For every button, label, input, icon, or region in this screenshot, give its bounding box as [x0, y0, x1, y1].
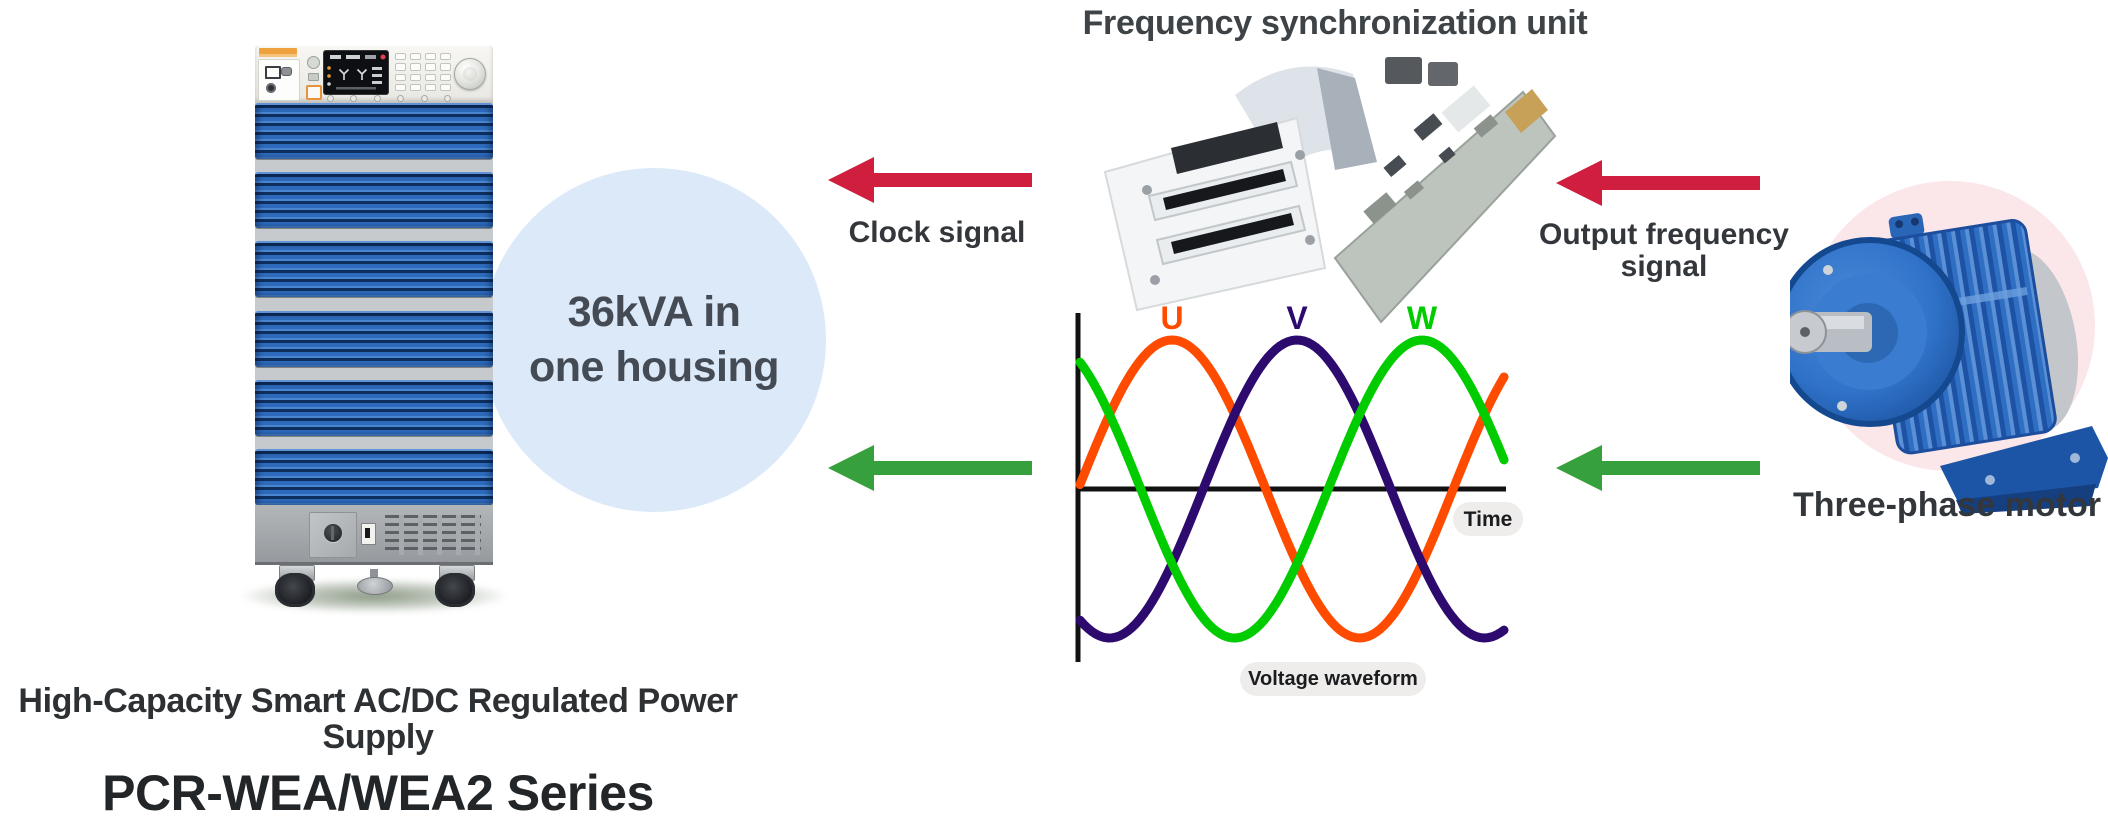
panel-key	[395, 63, 406, 71]
panel-key	[425, 73, 436, 81]
caster-row	[255, 565, 493, 607]
soft-key	[443, 95, 451, 102]
housing-circle: 36kVA in one housing	[482, 168, 826, 512]
vent-grid	[385, 515, 481, 555]
voltage-waveform-badge: Voltage waveform	[1240, 662, 1426, 696]
waveform-feed-arrow-right-icon	[1556, 445, 1760, 491]
button-grid	[395, 53, 451, 91]
rotary-plate	[309, 512, 357, 558]
time-badge-label: Time	[1464, 508, 1513, 531]
io-subpanel	[258, 59, 300, 101]
housing-line2: one housing	[528, 343, 780, 391]
power-supply-unit	[241, 45, 507, 613]
output-frequency-arrow-icon	[1556, 160, 1760, 206]
waveform-chart: U V W Time Voltage waveform	[1075, 300, 1523, 696]
soft-key	[327, 95, 334, 102]
caption-block: High-Capacity Smart AC/DC Regulated Powe…	[0, 682, 756, 817]
usb-port-icon	[265, 66, 281, 79]
soft-key	[420, 95, 428, 102]
caster-right	[431, 565, 481, 607]
housing-circle-text: 36kVA in one housing	[528, 285, 780, 395]
control-panel	[255, 45, 493, 103]
soft-key-row	[327, 95, 451, 102]
panel-key	[410, 73, 421, 81]
output-button	[306, 85, 322, 100]
wave-W	[1075, 335, 1509, 643]
module-stack	[255, 103, 493, 505]
phase-label-W: W	[1407, 300, 1438, 336]
output-frequency-label: Output frequency signal	[1538, 218, 1789, 284]
display-content	[327, 54, 386, 90]
cooling-module	[255, 241, 493, 298]
pcb-illustration	[1103, 57, 1557, 324]
wave-U	[1075, 335, 1509, 643]
soft-key	[373, 95, 381, 102]
clock-signal-label: Clock signal	[848, 216, 1026, 249]
aux-port-icon	[266, 83, 276, 93]
panel-key	[440, 63, 451, 71]
clock-signal-arrow-icon	[828, 157, 1032, 203]
cooling-module	[255, 172, 493, 229]
sync-unit-photo	[1085, 0, 1557, 352]
cooling-module	[255, 379, 493, 436]
motor-illustration-wrap	[1775, 170, 2108, 530]
panel-key	[425, 53, 436, 61]
panel-key	[410, 63, 421, 71]
base-panel	[255, 505, 493, 565]
voltage-waveform-badge-label: Voltage waveform	[1248, 668, 1418, 690]
power-button	[307, 56, 320, 69]
caster-left	[271, 565, 321, 607]
caption-subtitle: High-Capacity Smart AC/DC Regulated Powe…	[18, 682, 738, 756]
wave-series	[1075, 335, 1509, 643]
wave-V	[1075, 335, 1509, 643]
local-button	[308, 73, 319, 81]
cooling-module	[255, 310, 493, 367]
waveform-feed-arrow-left-icon	[828, 445, 1032, 491]
panel-key	[395, 83, 406, 91]
motor-label: Three-phase motor	[1793, 486, 2101, 524]
panel-key	[395, 53, 406, 61]
panel-key	[410, 53, 421, 61]
panel-key	[440, 73, 451, 81]
panel-key	[410, 83, 421, 91]
breaker-switch	[361, 523, 376, 545]
phase-labels: U V W	[1160, 300, 1437, 336]
front-display	[324, 51, 388, 94]
rotary-switch	[324, 524, 342, 542]
control-knob	[454, 58, 486, 90]
dsub-port-icon	[281, 67, 292, 76]
time-badge: Time	[1453, 502, 1523, 536]
cooling-module	[255, 103, 493, 159]
caption-title: PCR-WEA/WEA2 Series	[102, 765, 654, 817]
phase-label-V: V	[1286, 300, 1308, 336]
soft-key	[397, 95, 405, 102]
panel-key	[440, 53, 451, 61]
cooling-module	[255, 448, 493, 505]
housing-line1: 36kVA in	[567, 287, 741, 336]
soft-key	[350, 95, 358, 102]
phase-label-U: U	[1160, 300, 1183, 336]
panel-key	[440, 83, 451, 91]
sync-unit-title: Frequency synchronization unit	[1082, 4, 1588, 42]
panel-key	[425, 83, 436, 91]
panel-key	[425, 63, 436, 71]
center-foot	[357, 569, 393, 595]
motor-illustration	[1775, 181, 2108, 514]
brand-label	[259, 48, 297, 57]
panel-key	[395, 73, 406, 81]
